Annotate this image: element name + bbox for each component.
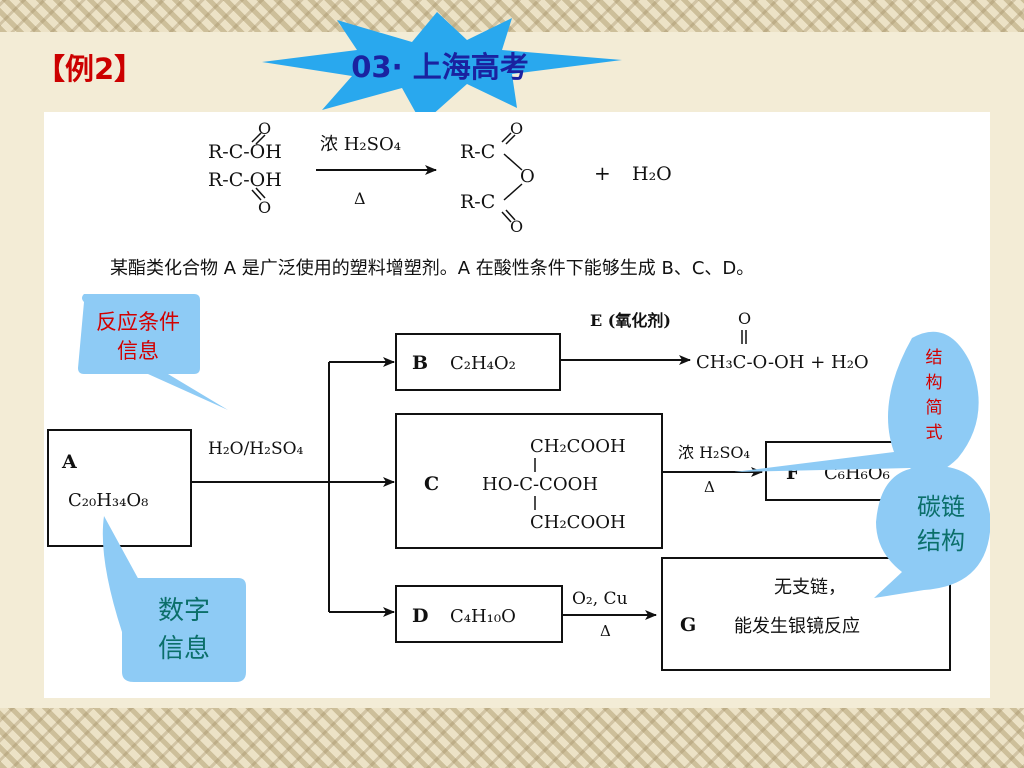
node-b-formula: C₂H₄O₂	[450, 353, 516, 374]
callout-numeric-text: 数字 信息	[132, 592, 236, 668]
product-r1: R-C	[460, 141, 495, 163]
burst-title: 03· 上海高考	[351, 50, 529, 84]
product-o-bridge: O	[520, 166, 535, 187]
decorative-top-border	[0, 0, 1024, 32]
carbonyl-o-1: O	[258, 119, 271, 138]
reactant-line-2: R-C-OH	[208, 169, 282, 191]
node-c-line3: CH₂COOH	[530, 512, 626, 533]
callout-structure-char-1: 结	[925, 348, 943, 368]
anhydride-reaction: R-C-OH R-C-OH O O 浓 H₂SO₄ Δ R-C R-C O O …	[208, 119, 672, 236]
callout-structure-char-2: 构	[925, 373, 943, 393]
peracid-products: CH₃C-O-OH + H₂O	[696, 352, 869, 373]
starburst-shape	[262, 12, 622, 124]
callout-bubble-carbon-chain	[874, 465, 990, 598]
callout-bubble-conditions	[78, 294, 228, 410]
callout-conditions-line2: 信息	[117, 339, 159, 363]
callout-numeric-line1: 数字	[157, 596, 210, 626]
node-g-desc1: 无支链，	[774, 577, 846, 598]
node-c-box	[395, 413, 663, 549]
node-c-line2: HO-C-COOH	[482, 474, 598, 495]
node-g-label: G	[680, 614, 696, 636]
product-o-bottom: O	[510, 217, 523, 236]
reaction-diagram: R-C-OH R-C-OH O O 浓 H₂SO₄ Δ R-C R-C O O …	[47, 119, 990, 682]
carbonyl-o-2: O	[258, 198, 271, 217]
hydrolysis-condition: H₂O/H₂SO₄	[208, 439, 304, 459]
callout-conditions-line1: 反应条件	[96, 310, 180, 334]
c-to-f-heat: Δ	[704, 478, 715, 496]
node-a-label: A	[61, 451, 77, 473]
peracid-o: O	[738, 309, 751, 328]
reactant-line-1: R-C-OH	[208, 141, 282, 163]
node-a-box	[47, 429, 192, 547]
node-d-formula: C₄H₁₀O	[450, 606, 516, 627]
oxidant-label: E (氧化剂)	[590, 311, 671, 330]
node-g-box	[661, 557, 951, 671]
d-to-g-heat: Δ	[600, 622, 611, 640]
callout-conditions-text: 反应条件 信息	[84, 308, 192, 366]
product-r2: R-C	[460, 191, 495, 213]
node-d-label: D	[412, 605, 428, 627]
callout-carbon-line2: 结构	[917, 527, 965, 555]
example-label: 【例2】	[36, 52, 144, 86]
d-to-g-reagent: O₂, Cu	[572, 589, 628, 609]
product-o-top: O	[510, 119, 523, 138]
c-to-f-reagent: 浓 H₂SO₄	[678, 443, 750, 462]
callout-bubble-structure	[734, 331, 979, 475]
callout-carbon-text: 碳链 结构	[898, 490, 984, 558]
anhydride-heat: Δ	[354, 189, 366, 208]
node-b-label: B	[412, 352, 428, 374]
callout-numeric-line2: 信息	[157, 634, 210, 664]
callout-bubble-numeric	[102, 516, 246, 682]
reaction-plus: +	[594, 161, 611, 185]
problem-statement: 某酯类化合物 A 是广泛使用的塑料增塑剂。A 在酸性条件下能够生成 B、C、D。	[110, 258, 754, 279]
callout-carbon-line1: 碳链	[917, 493, 965, 521]
callout-structure-char-3: 简	[925, 398, 943, 418]
callout-structure-char-4: 式	[925, 423, 943, 443]
reaction-water: H₂O	[632, 163, 672, 185]
node-g-desc2: 能发生银镜反应	[734, 616, 860, 637]
callout-structure-text: 结 构 简 式	[916, 346, 952, 446]
node-b-box	[395, 333, 561, 391]
node-c-line1: CH₂COOH	[530, 436, 626, 457]
node-a-formula: C₂₀H₃₄O₈	[68, 490, 148, 511]
problem-panel: R-C-OH R-C-OH O O 浓 H₂SO₄ Δ R-C R-C O O …	[44, 112, 990, 698]
node-c-label: C	[424, 473, 439, 495]
decorative-bottom-border	[0, 708, 1024, 768]
anhydride-reagent: 浓 H₂SO₄	[320, 134, 401, 155]
